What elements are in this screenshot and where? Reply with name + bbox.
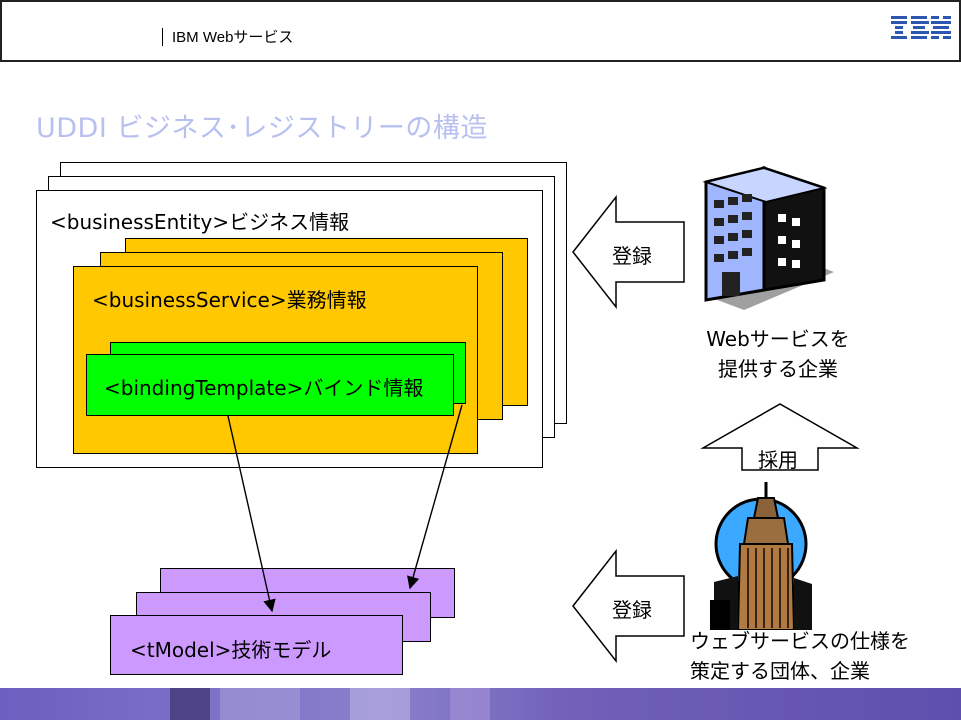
provider-caption-line2: 提供する企業 [718, 357, 838, 381]
binding-template-card [86, 354, 454, 416]
register-label-bottom: 登録 [612, 598, 652, 622]
binding-to-tmodel-connector-1 [227, 415, 276, 613]
adopt-arrow [700, 403, 860, 471]
standards-caption-line1: ウェブサービスの仕様を [690, 629, 910, 653]
standards-caption: ウェブサービスの仕様を 策定する団体、企業 [690, 626, 960, 686]
standards-caption-line2: 策定する団体、企業 [690, 659, 870, 683]
header-title: IBM Webサービス [172, 29, 294, 46]
skyscraper-icon [710, 482, 812, 630]
footer-image-strip [170, 688, 210, 720]
slide-header: IBM Webサービス [0, 0, 961, 62]
business-entity-label: <businessEntity>ビジネス情報 [50, 210, 350, 234]
tmodel-card [110, 615, 403, 675]
adopt-label: 採用 [758, 448, 798, 472]
binding-template-label: <bindingTemplate>バインド情報 [104, 376, 424, 400]
provider-caption: Webサービスを 提供する企業 [688, 324, 868, 384]
provider-caption-line1: Webサービスを [706, 327, 850, 351]
register-arrow-top [572, 194, 685, 310]
tmodel-label: <tModel>技術モデル [130, 638, 332, 662]
binding-to-tmodel-connector-2 [407, 404, 463, 590]
footer-band [0, 688, 961, 720]
business-service-label: <businessService>業務情報 [92, 288, 367, 312]
register-label-top: 登録 [612, 244, 652, 268]
page-title: UDDI ビジネス･レジストリーの構造 [36, 113, 488, 144]
header-separator [162, 28, 163, 46]
footer-image-strip [350, 688, 410, 720]
office-building-icon [702, 165, 834, 310]
footer-image-strip [450, 688, 490, 720]
footer-image-strip [220, 688, 300, 720]
register-arrow-bottom [572, 548, 685, 664]
ibm-logo [891, 16, 951, 39]
